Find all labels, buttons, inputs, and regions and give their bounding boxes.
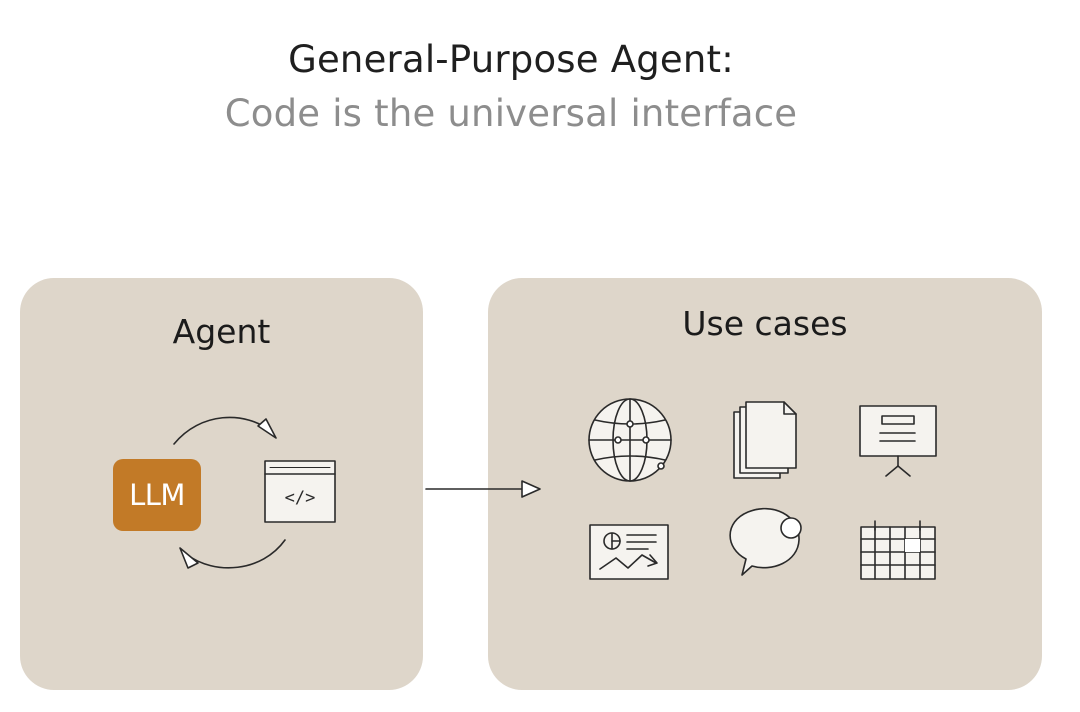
code-window-icon: </> [264,460,336,523]
loop-arrow-bottom [179,539,286,569]
llm-label: LLM [129,478,185,512]
globe-icon [588,398,672,482]
connector-arrow [425,480,541,498]
use-cases-panel-label: Use cases [682,304,848,343]
llm-node: LLM [113,459,201,531]
presentation-icon [859,405,937,477]
calendar-icon [860,520,936,580]
agent-panel [20,278,423,690]
page-subtitle: Code is the universal interface [224,92,798,135]
agent-panel-label: Agent [172,312,271,351]
code-window-glyph: </> [285,488,316,508]
dashboard-icon [589,524,669,580]
use-cases-panel [488,278,1042,690]
loop-arrow-top [173,416,277,445]
page-title: General-Purpose Agent: [288,38,734,81]
chat-bubble-icon [729,507,802,576]
documents-icon [733,401,797,479]
